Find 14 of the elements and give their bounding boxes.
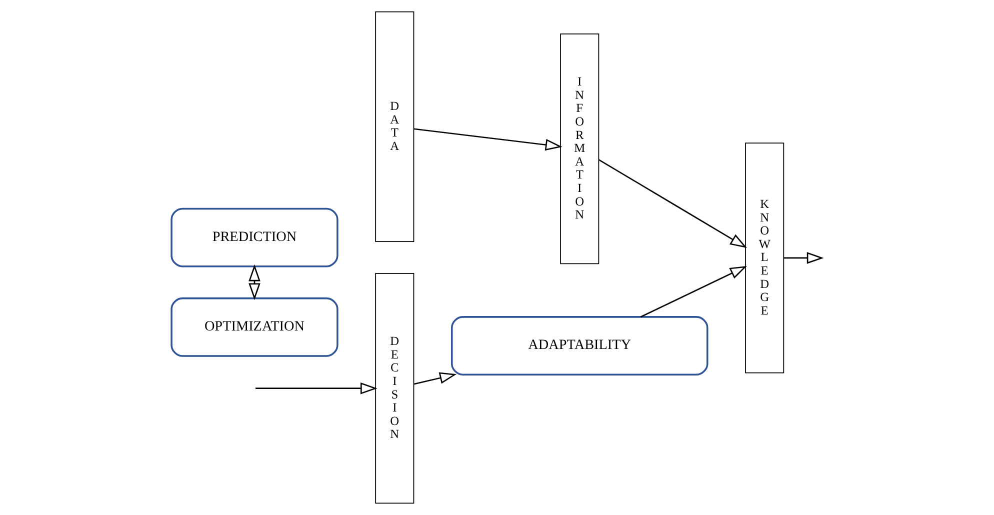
node-box: KNOWLEDGE [745, 142, 784, 374]
node-box: ADAPTABILITY [451, 316, 708, 376]
arrow [640, 266, 747, 318]
node-box: PREDICTION [170, 208, 338, 268]
node-box: OPTIMIZATION [170, 297, 338, 357]
arrow [255, 382, 378, 394]
arrow [598, 159, 747, 248]
arrow [784, 252, 824, 264]
arrow [414, 128, 562, 151]
node-box: DECISION [375, 273, 414, 504]
arrow [248, 264, 260, 300]
arrow [414, 372, 457, 385]
node-box: INFORMATION [560, 34, 600, 264]
node-box: DATA [375, 11, 414, 242]
